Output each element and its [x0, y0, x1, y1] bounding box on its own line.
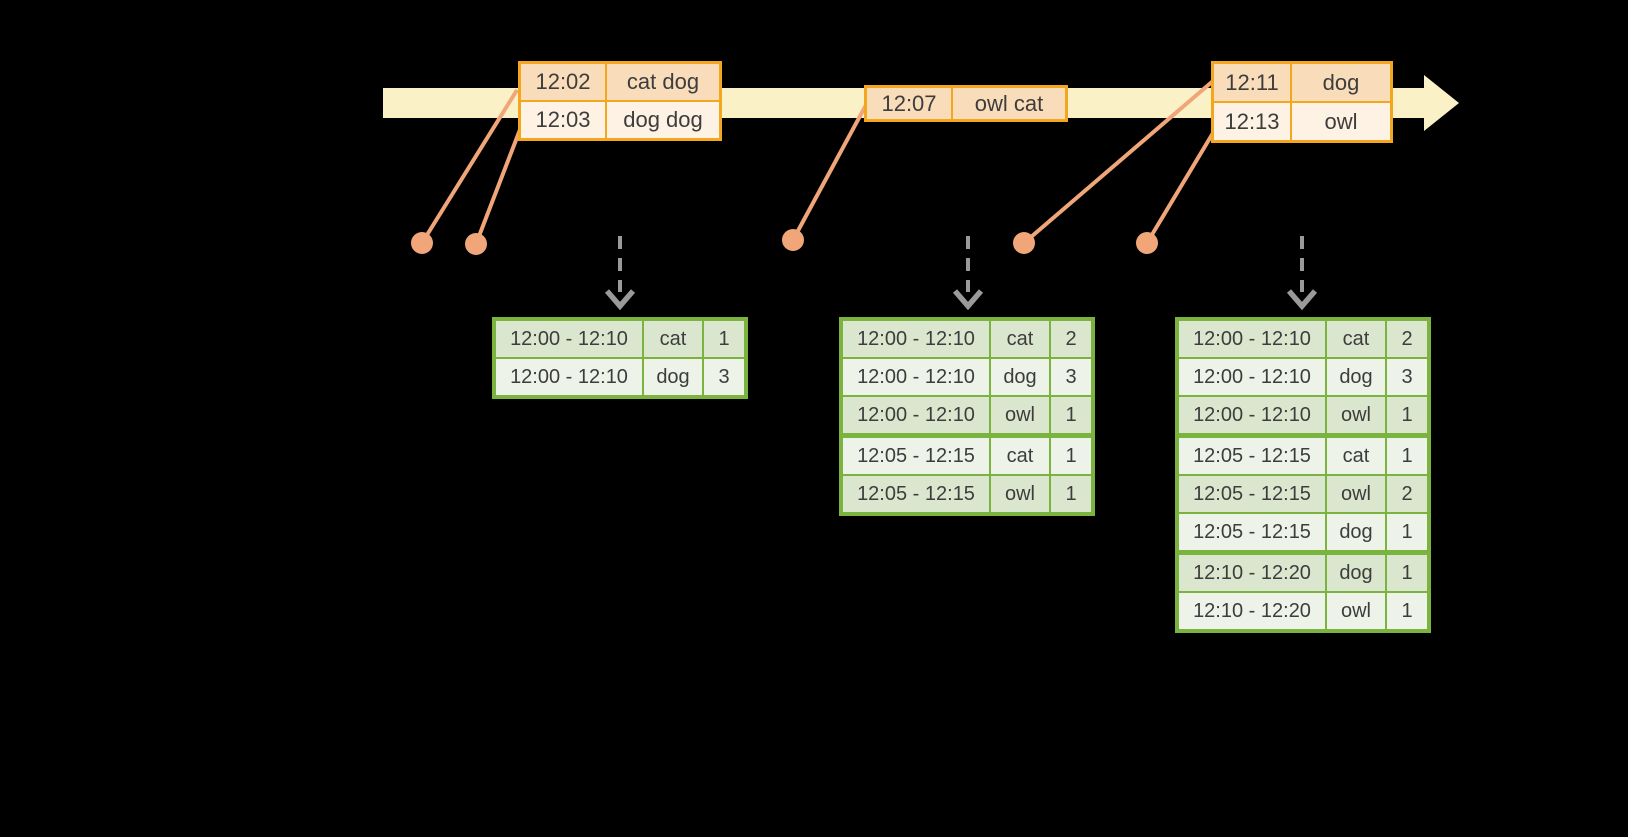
timeline-arrowhead-icon — [1424, 75, 1459, 131]
result-word: dog — [991, 359, 1049, 395]
event-time: 12:07 — [867, 88, 951, 119]
event-words: owl cat — [953, 88, 1065, 119]
result-row: 12:05 - 12:15 dog 1 — [1179, 514, 1427, 550]
result-window: 12:00 - 12:10 — [1179, 397, 1325, 433]
result-count: 3 — [1051, 359, 1091, 395]
result-table-2: 12:00 - 12:10 cat 2 12:00 - 12:10 dog 3 … — [839, 317, 1095, 516]
result-word: cat — [991, 438, 1049, 474]
result-count: 2 — [1387, 321, 1427, 357]
result-window: 12:00 - 12:10 — [1179, 359, 1325, 395]
event-dot — [1013, 232, 1035, 254]
event-words: dog — [1292, 64, 1390, 101]
result-window: 12:10 - 12:20 — [1179, 555, 1325, 591]
result-table-1: 12:00 - 12:10 cat 1 12:00 - 12:10 dog 3 — [492, 317, 748, 399]
result-word: owl — [991, 476, 1049, 512]
result-row: 12:05 - 12:15 owl 2 — [1179, 476, 1427, 512]
result-count: 1 — [1387, 397, 1427, 433]
result-row: 12:00 - 12:10 cat 2 — [843, 321, 1091, 357]
result-row: 12:00 - 12:10 owl 1 — [1179, 397, 1427, 433]
event-table-3: 12:11 dog 12:13 owl — [1211, 61, 1393, 143]
result-count: 2 — [1387, 476, 1427, 512]
result-table-3: 12:00 - 12:10 cat 2 12:00 - 12:10 dog 3 … — [1175, 317, 1431, 633]
result-word: cat — [644, 321, 702, 357]
result-row: 12:10 - 12:20 dog 1 — [1179, 555, 1427, 591]
result-window: 12:05 - 12:15 — [843, 438, 989, 474]
event-connector-line — [474, 126, 523, 245]
result-count: 1 — [704, 321, 744, 357]
result-word: dog — [1327, 359, 1385, 395]
trigger-arrows — [604, 236, 1318, 311]
result-window: 12:00 - 12:10 — [843, 321, 989, 357]
event-words: dog dog — [607, 102, 719, 138]
event-connector-line — [1145, 126, 1218, 245]
event-dot — [465, 233, 487, 255]
result-window: 12:00 - 12:10 — [843, 397, 989, 433]
result-window: 12:05 - 12:15 — [1179, 438, 1325, 474]
event-table-2: 12:07 owl cat — [864, 85, 1068, 122]
result-word: owl — [991, 397, 1049, 433]
result-row: 12:00 - 12:10 dog 3 — [496, 359, 744, 395]
result-count: 3 — [1387, 359, 1427, 395]
result-row: 12:10 - 12:20 owl 1 — [1179, 593, 1427, 629]
event-time: 12:03 — [521, 102, 605, 138]
result-word: owl — [1327, 593, 1385, 629]
event-words: cat dog — [607, 64, 719, 100]
event-table-1: 12:02 cat dog 12:03 dog dog — [518, 61, 722, 141]
event-connector-line — [791, 104, 868, 241]
result-row: 12:00 - 12:10 cat 1 — [496, 321, 744, 357]
result-count: 1 — [1387, 593, 1427, 629]
result-row: 12:00 - 12:10 dog 3 — [1179, 359, 1427, 395]
event-row: 12:13 owl — [1214, 103, 1390, 140]
result-count: 2 — [1051, 321, 1091, 357]
result-count: 1 — [1387, 555, 1427, 591]
event-connector-line — [1022, 79, 1215, 245]
trigger-arrowhead-icon — [952, 289, 984, 311]
result-row: 12:00 - 12:10 owl 1 — [843, 397, 1091, 433]
result-row: 12:05 - 12:15 owl 1 — [843, 476, 1091, 512]
result-window: 12:00 - 12:10 — [1179, 321, 1325, 357]
event-dot — [782, 229, 804, 251]
result-word: cat — [991, 321, 1049, 357]
event-connector-lines — [420, 79, 1218, 245]
trigger-arrowhead-icon — [604, 289, 636, 311]
trigger-arrowhead-icon — [1286, 289, 1318, 311]
result-row: 12:00 - 12:10 cat 2 — [1179, 321, 1427, 357]
event-row: 12:07 owl cat — [867, 88, 1065, 119]
event-dot — [411, 232, 433, 254]
result-window: 12:05 - 12:15 — [1179, 514, 1325, 550]
result-word: dog — [1327, 514, 1385, 550]
event-row: 12:03 dog dog — [521, 102, 719, 138]
result-word: owl — [1327, 397, 1385, 433]
result-word: dog — [1327, 555, 1385, 591]
event-row: 12:02 cat dog — [521, 64, 719, 100]
result-window: 12:10 - 12:20 — [1179, 593, 1325, 629]
result-word: dog — [644, 359, 702, 395]
event-dots — [411, 229, 1158, 255]
event-time: 12:13 — [1214, 103, 1290, 140]
result-count: 1 — [1051, 397, 1091, 433]
result-window: 12:00 - 12:10 — [843, 359, 989, 395]
event-dot — [1136, 232, 1158, 254]
result-row: 12:05 - 12:15 cat 1 — [843, 438, 1091, 474]
result-count: 1 — [1387, 438, 1427, 474]
result-row: 12:05 - 12:15 cat 1 — [1179, 438, 1427, 474]
event-time: 12:02 — [521, 64, 605, 100]
result-count: 3 — [704, 359, 744, 395]
result-window: 12:05 - 12:15 — [843, 476, 989, 512]
event-words: owl — [1292, 103, 1390, 140]
result-count: 1 — [1051, 476, 1091, 512]
result-window: 12:00 - 12:10 — [496, 321, 642, 357]
event-time: 12:11 — [1214, 64, 1290, 101]
result-row: 12:00 - 12:10 dog 3 — [843, 359, 1091, 395]
result-window: 12:00 - 12:10 — [496, 359, 642, 395]
result-window: 12:05 - 12:15 — [1179, 476, 1325, 512]
result-count: 1 — [1387, 514, 1427, 550]
result-count: 1 — [1051, 438, 1091, 474]
result-word: cat — [1327, 321, 1385, 357]
result-word: owl — [1327, 476, 1385, 512]
event-row: 12:11 dog — [1214, 64, 1390, 101]
event-connector-line — [420, 88, 519, 245]
result-word: cat — [1327, 438, 1385, 474]
